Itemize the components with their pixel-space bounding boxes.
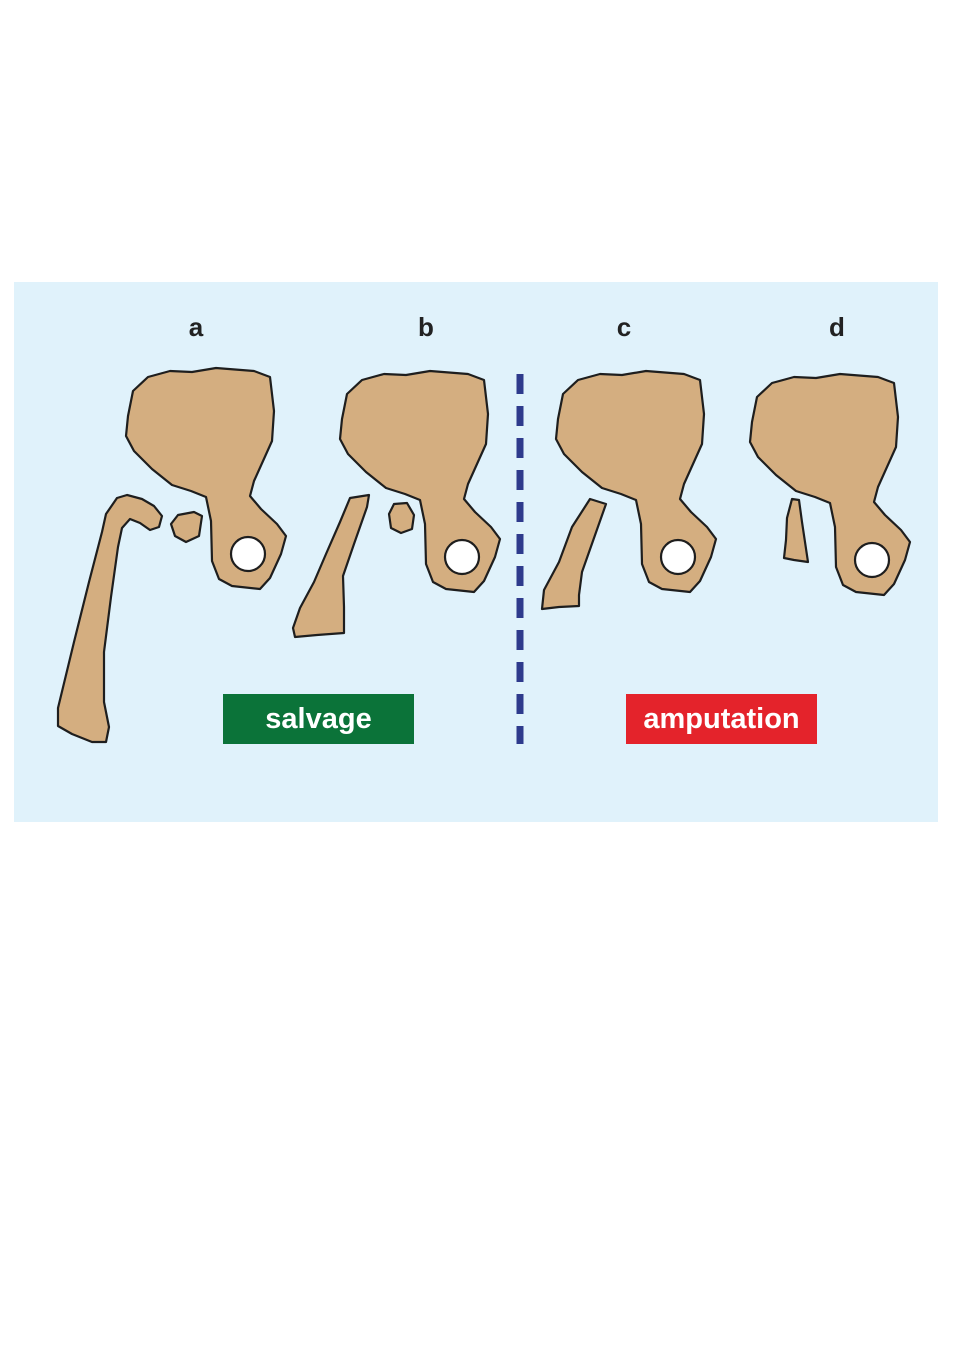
panel-c-drawing [540,369,718,611]
panel-label-c: c [616,312,632,342]
salvage-badge: salvage [223,694,414,744]
panel-d-bone-fragment [782,497,810,564]
panel-b-femur-remnant [291,493,371,639]
panel-a-obturator-foramen [229,535,267,573]
panel-a-femur [56,493,164,744]
panel-d-obturator-foramen [853,541,891,579]
panel-label-d: d [829,312,845,342]
salvage-label: salvage [265,702,372,735]
panel-c-femur-remnant [540,497,608,611]
panel-a-bone-fragment [169,510,204,544]
amputation-badge: amputation [626,694,817,744]
panel-d-drawing [748,372,912,597]
diagram-canvas [56,366,912,744]
panel-label-a: a [188,312,204,342]
panel-c-obturator-foramen [659,538,697,576]
panel-b-obturator-foramen [443,538,481,576]
panel-b-bone-fragment [387,501,416,535]
amputation-label: amputation [643,702,800,735]
panel-label-b: b [418,312,434,342]
panel-b-drawing [291,369,502,639]
hemipelvectomy-diagram: a b c d salvage amputation [14,282,938,822]
panel-a-drawing [56,366,288,744]
